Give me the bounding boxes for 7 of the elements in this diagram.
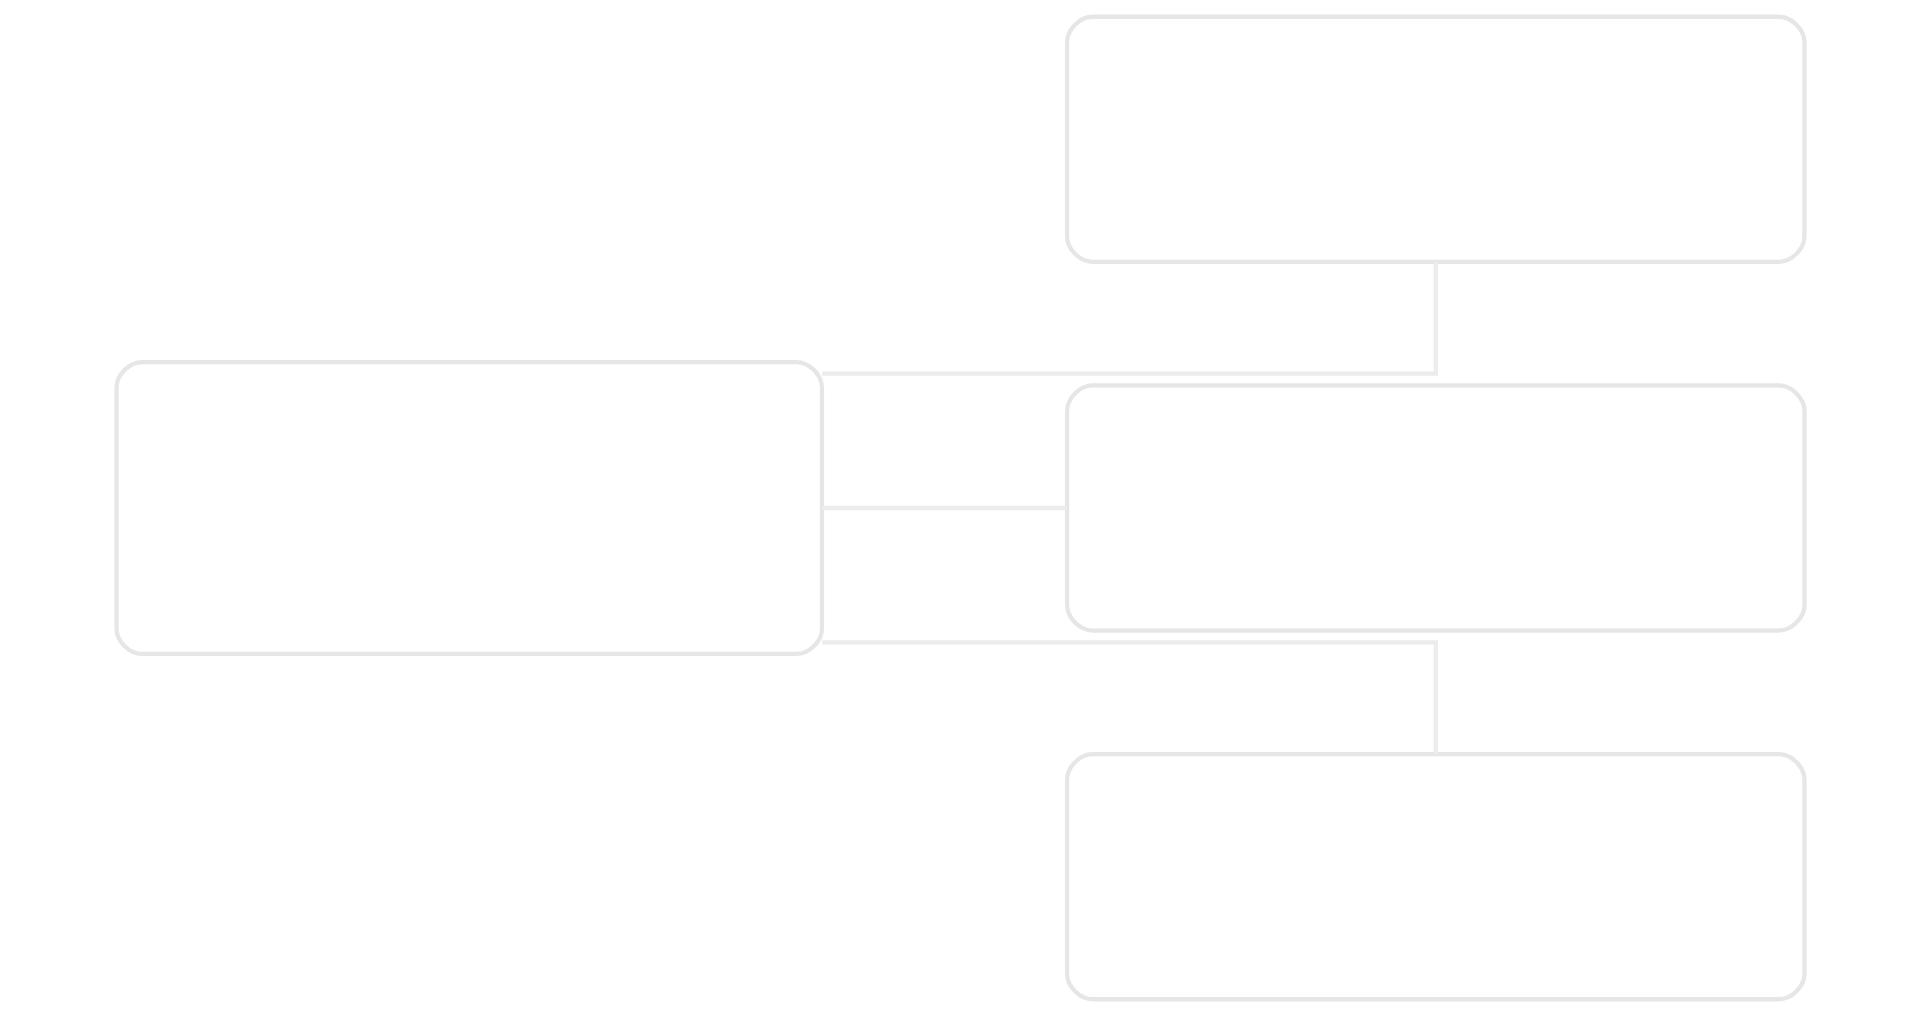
- node-box: [1064, 14, 1807, 264]
- node-box: [1064, 383, 1807, 633]
- node-box: [1064, 752, 1807, 1002]
- connector: [821, 640, 1438, 754]
- node-box: [113, 359, 824, 657]
- connector: [821, 262, 1438, 376]
- connector: [821, 505, 1067, 511]
